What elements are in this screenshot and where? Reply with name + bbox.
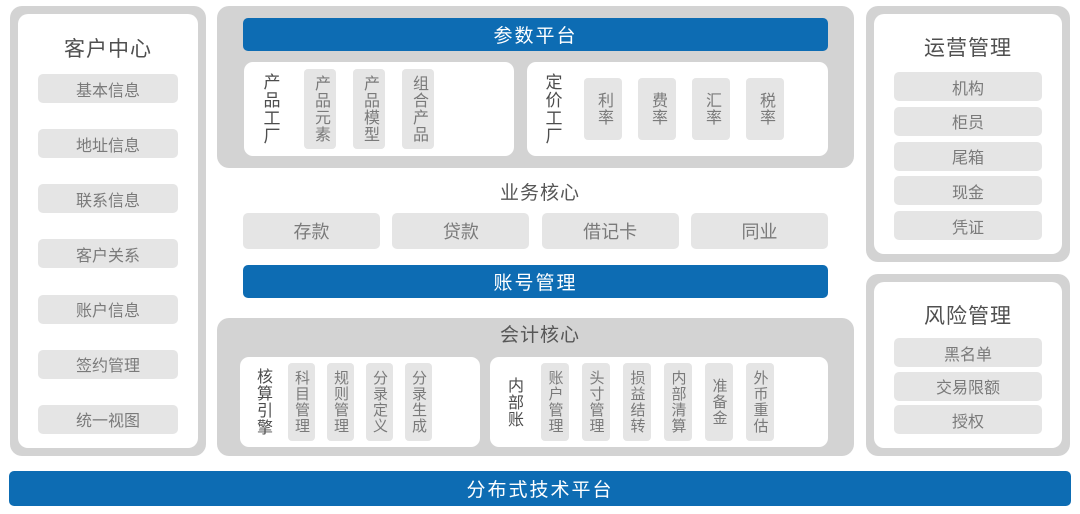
account-management-banner: 账号管理 — [243, 265, 828, 298]
internal-account-card: 内部账 账户管理 头寸管理 损益结转 内部清算 准备金 外币重估 — [490, 357, 828, 447]
business-core-item-interbank[interactable]: 同业 — [690, 213, 828, 249]
accounting-engine-item-subject-management[interactable]: 科目管理 — [288, 363, 315, 441]
business-core-item-loan[interactable]: 贷款 — [392, 213, 530, 249]
operations-management-panel: 运营管理 机构 柜员 尾箱 现金 凭证 — [866, 6, 1070, 262]
internal-account-item-reserve-fund[interactable]: 准备金 — [705, 363, 733, 441]
risk-management-title: 风险管理 — [924, 305, 1012, 328]
accounting-engine-item-entry-definition[interactable]: 分录定义 — [366, 363, 393, 441]
operations-management-item-cash-box[interactable]: 尾箱 — [894, 141, 1042, 171]
internal-account-item-position-management[interactable]: 头寸管理 — [582, 363, 610, 441]
operations-management-card: 运营管理 机构 柜员 尾箱 现金 凭证 — [874, 14, 1062, 254]
accounting-engine-item-entry-generation[interactable]: 分录生成 — [405, 363, 432, 441]
foundation-platform-banner: 分布式技术平台 — [9, 471, 1071, 506]
product-factory-card: 产品工厂 产品元素 产品模型 组合产品 — [244, 62, 514, 156]
accounting-engine-card: 核算引擎 科目管理 规则管理 分录定义 分录生成 — [240, 357, 480, 447]
operations-management-item-voucher[interactable]: 凭证 — [894, 211, 1042, 240]
pricing-factory-item-exchange-rate[interactable]: 汇率 — [692, 78, 730, 140]
customer-center-item-contract-management[interactable]: 签约管理 — [38, 349, 178, 379]
operations-management-item-cash[interactable]: 现金 — [894, 176, 1042, 206]
product-factory-item-composite-product[interactable]: 组合产品 — [402, 69, 434, 149]
product-factory-item-product-element[interactable]: 产品元素 — [304, 69, 336, 149]
business-core-title: 业务核心 — [499, 183, 580, 204]
accounting-engine-item-rule-management[interactable]: 规则管理 — [327, 363, 354, 441]
pricing-factory-item-fee-rate[interactable]: 费率 — [638, 78, 676, 140]
risk-management-panel: 风险管理 黑名单 交易限额 授权 — [866, 274, 1070, 456]
customer-center-item-basic-info[interactable]: 基本信息 — [38, 74, 178, 103]
internal-account-item-profit-loss-carryover[interactable]: 损益结转 — [623, 363, 651, 441]
business-core-item-deposit[interactable]: 存款 — [243, 213, 380, 249]
pricing-factory-label: 定价工厂 — [542, 73, 562, 145]
customer-center-item-unified-view[interactable]: 统一视图 — [38, 404, 178, 434]
risk-management-item-blacklist[interactable]: 黑名单 — [894, 338, 1042, 367]
business-core-item-debit-card[interactable]: 借记卡 — [541, 213, 679, 249]
customer-center-item-customer-relation[interactable]: 客户关系 — [38, 239, 178, 269]
parameter-platform-banner: 参数平台 — [243, 18, 828, 51]
product-factory-label: 产品工厂 — [260, 73, 280, 145]
customer-center-item-address-info[interactable]: 地址信息 — [38, 129, 178, 159]
operations-management-title: 运营管理 — [924, 37, 1012, 60]
customer-center-title: 客户中心 — [64, 38, 152, 61]
risk-management-card: 风险管理 黑名单 交易限额 授权 — [874, 282, 1062, 448]
pricing-factory-card: 定价工厂 利率 费率 汇率 税率 — [527, 62, 828, 156]
internal-account-label: 内部账 — [505, 376, 522, 428]
accounting-engine-label: 核算引擎 — [254, 368, 271, 436]
internal-account-item-account-management[interactable]: 账户管理 — [541, 363, 569, 441]
internal-account-item-fx-revaluation[interactable]: 外币重估 — [746, 363, 774, 441]
risk-management-item-authorization[interactable]: 授权 — [894, 405, 1042, 434]
risk-management-item-list: 黑名单 交易限额 授权 — [894, 338, 1042, 434]
operations-management-item-institution[interactable]: 机构 — [894, 72, 1042, 101]
accounting-core-title: 会计核心 — [499, 325, 580, 346]
customer-center-item-contact-info[interactable]: 联系信息 — [38, 184, 178, 214]
customer-center-card: 客户中心 基本信息 地址信息 联系信息 客户关系 账户信息 签约管理 统一视图 — [18, 14, 198, 448]
pricing-factory-item-tax-rate[interactable]: 税率 — [746, 78, 784, 140]
risk-management-item-transaction-limit[interactable]: 交易限额 — [894, 371, 1042, 401]
operations-management-item-list: 机构 柜员 尾箱 现金 凭证 — [894, 72, 1042, 240]
customer-center-panel: 客户中心 基本信息 地址信息 联系信息 客户关系 账户信息 签约管理 统一视图 — [10, 6, 206, 456]
product-factory-item-product-model[interactable]: 产品模型 — [353, 69, 385, 149]
customer-center-item-account-info[interactable]: 账户信息 — [38, 294, 178, 324]
customer-center-item-list: 基本信息 地址信息 联系信息 客户关系 账户信息 签约管理 统一视图 — [38, 74, 178, 434]
business-core-item-list: 存款 贷款 借记卡 同业 — [243, 213, 828, 249]
pricing-factory-item-interest-rate[interactable]: 利率 — [584, 78, 622, 140]
internal-account-item-internal-settlement[interactable]: 内部清算 — [664, 363, 692, 441]
operations-management-item-teller[interactable]: 柜员 — [894, 106, 1042, 136]
